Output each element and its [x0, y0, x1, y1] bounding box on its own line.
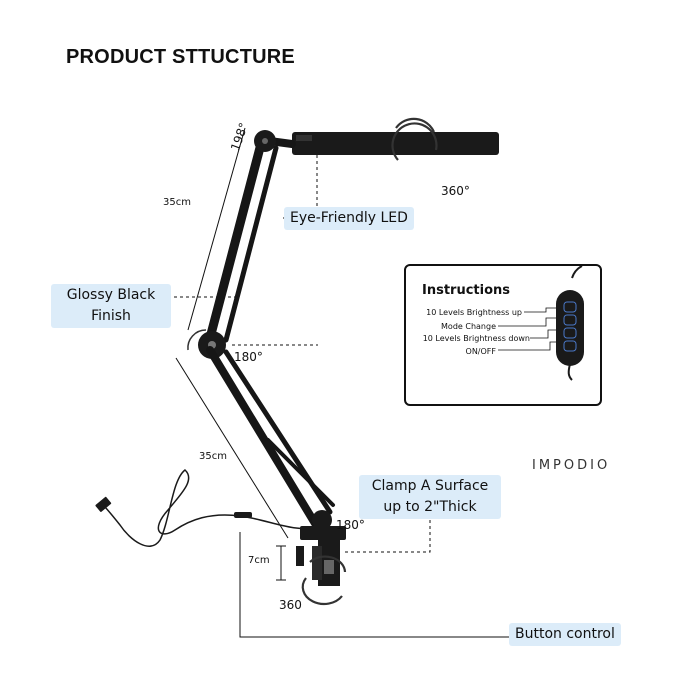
inline-switch	[234, 512, 252, 518]
base-spin-degree-label: 360	[279, 598, 302, 612]
callout-eye-friendly-led: Eye-Friendly LED	[284, 207, 414, 230]
clamp-base	[296, 526, 346, 586]
base-joint	[312, 510, 332, 530]
instructions-panel: Instructions 10 Levels Brightness up Mod…	[404, 264, 602, 406]
head-rotation-arrow	[391, 117, 438, 161]
elbow-degree-label: 180°	[234, 350, 263, 364]
instruction-mode-change: Mode Change	[441, 322, 496, 331]
instructions-heading: Instructions	[422, 283, 511, 298]
instruction-brightness-down: 10 Levels Brightness down	[422, 334, 530, 343]
brand-logo-text: IMPODIO	[532, 458, 611, 473]
dimension-lines	[175, 127, 289, 581]
callout-finish-line2: Finish	[91, 308, 131, 324]
base-joint-degree-label: 180°	[336, 518, 365, 532]
button-control-leader	[239, 532, 512, 638]
callout-clamp-line1: Clamp A Surface	[371, 478, 489, 494]
usb-plug	[95, 496, 112, 512]
led-light-bar	[292, 132, 499, 155]
base-rotation-arrow	[301, 555, 347, 606]
callout-glossy-black-finish: Glossy Black Finish	[51, 284, 171, 328]
callout-button-control: Button control	[509, 623, 621, 646]
upper-arm	[205, 135, 296, 343]
callout-finish-line1: Glossy Black	[66, 287, 156, 303]
instruction-brightness-up: 10 Levels Brightness up	[426, 308, 522, 317]
head-spin-degree-label: 360°	[441, 184, 470, 198]
upper-arm-length-label: 35cm	[163, 197, 191, 208]
remote-control-icon	[498, 266, 584, 381]
page-title: PRODUCT STTUCTURE	[66, 46, 295, 68]
lower-arm-length-label: 35cm	[199, 451, 227, 462]
elbow-rotation-arrow	[187, 329, 207, 351]
clamp-height-label: 7cm	[248, 555, 270, 566]
callout-clamp-line2: up to 2"Thick	[383, 499, 477, 515]
callout-clamp-surface: Clamp A Surface up to 2"Thick	[359, 475, 501, 519]
lower-arm	[206, 346, 335, 529]
instruction-on-off: ON/OFF	[465, 347, 496, 356]
